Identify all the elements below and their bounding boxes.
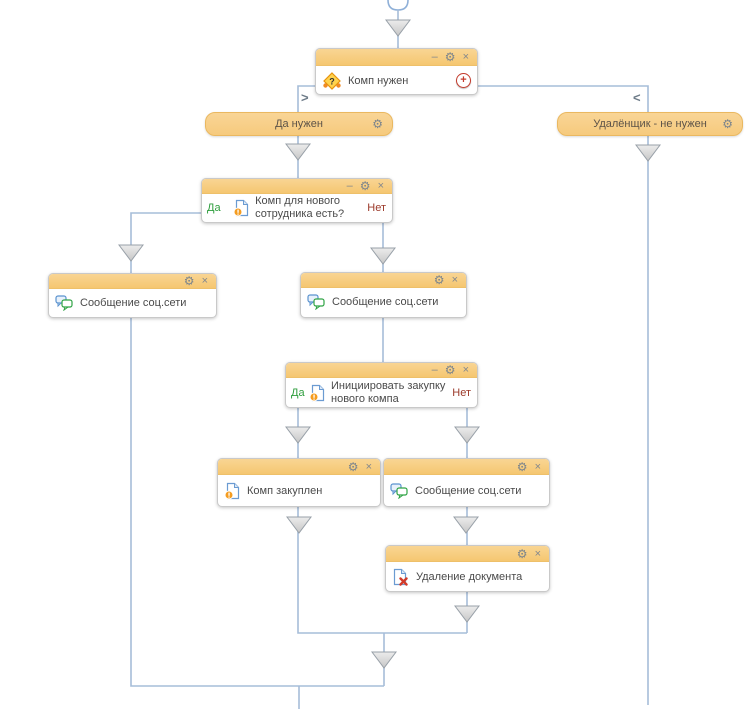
node-title: Сообщение соц.сети	[332, 296, 439, 308]
flow-arrow	[285, 143, 311, 161]
close-icon[interactable]: ×	[462, 364, 469, 376]
add-connection-button[interactable]: +	[456, 73, 471, 88]
collapse-handle-left-icon[interactable]: <	[633, 90, 641, 105]
gear-icon[interactable]: ⚙	[516, 459, 528, 474]
gear-icon[interactable]: ⚙	[444, 363, 456, 377]
node-body: Сообщение соц.сети	[49, 289, 216, 316]
node-title: Удаление документа	[416, 570, 523, 583]
wire-no-branch-right	[478, 85, 649, 705]
node-header: – ⚙ ×	[286, 363, 477, 378]
close-icon[interactable]: ×	[451, 274, 458, 286]
task-node-soobshchenie-mid[interactable]: ⚙ × Сообщение соц.сети	[300, 272, 467, 318]
task-node-komp-zakuplen[interactable]: ⚙ × Комп закуплен	[217, 458, 381, 507]
flow-arrow	[385, 19, 411, 37]
task-node-soobshchenie-left[interactable]: ⚙ × Сообщение соц.сети	[48, 273, 217, 318]
gear-icon[interactable]: ⚙	[183, 274, 195, 288]
task-node-udalenie-dokumenta[interactable]: ⚙ × Удаление документа	[385, 545, 550, 592]
minimize-icon[interactable]: –	[431, 364, 438, 376]
gear-icon[interactable]: ⚙	[359, 179, 371, 193]
close-icon[interactable]: ×	[534, 547, 541, 560]
close-icon[interactable]: ×	[377, 180, 384, 192]
flow-arrow	[286, 516, 312, 534]
gear-icon[interactable]: ⚙	[722, 117, 733, 131]
document-warning-icon	[309, 384, 326, 402]
flow-arrow	[454, 426, 480, 444]
node-body: Комп закуплен	[218, 475, 380, 506]
flow-arrow	[371, 651, 397, 669]
flow-arrow	[454, 605, 480, 623]
node-header: ⚙ ×	[301, 273, 466, 288]
node-header: ⚙ ×	[218, 459, 380, 475]
node-title: Сообщение соц.сети	[80, 296, 187, 309]
no-branch-label[interactable]: Нет	[367, 202, 386, 214]
gateway-label: Да нужен	[275, 118, 323, 130]
node-body: Сообщение соц.сети	[301, 288, 466, 316]
task-node-soobshchenie-right[interactable]: ⚙ × Сообщение соц.сети	[383, 458, 550, 507]
gear-icon[interactable]: ⚙	[516, 546, 528, 561]
node-body: Сообщение соц.сети	[384, 475, 549, 506]
collapse-handle-right-icon[interactable]: >	[301, 90, 309, 105]
close-icon[interactable]: ×	[534, 460, 541, 473]
node-body: Удаление документа	[386, 562, 549, 591]
minimize-icon[interactable]: –	[346, 180, 353, 192]
flow-arrow	[285, 426, 311, 444]
flow-arrow	[453, 516, 479, 534]
close-icon[interactable]: ×	[462, 51, 469, 63]
node-header: – ⚙ ×	[202, 179, 392, 194]
node-title: Комп нужен	[348, 74, 409, 87]
chat-bubbles-icon	[55, 294, 74, 311]
question-diamond-icon: ?	[322, 71, 342, 90]
node-header: – ⚙ ×	[316, 49, 477, 66]
yes-branch-label[interactable]: Да	[207, 202, 221, 214]
merge-connector-cup	[387, 0, 409, 11]
minimize-icon[interactable]: –	[431, 51, 438, 63]
wire-purchase-yes	[297, 408, 467, 634]
node-header: ⚙ ×	[384, 459, 549, 475]
node-title: Сообщение соц.сети	[415, 484, 522, 497]
yes-branch-label[interactable]: Да	[291, 386, 305, 399]
close-icon[interactable]: ×	[365, 460, 372, 473]
document-warning-icon	[233, 199, 250, 217]
wire-da-left	[130, 212, 384, 687]
gear-icon[interactable]: ⚙	[372, 117, 383, 131]
no-branch-label[interactable]: Нет	[452, 386, 471, 399]
chat-bubbles-icon	[390, 482, 409, 499]
node-header: ⚙ ×	[49, 274, 216, 289]
flow-arrow	[118, 244, 144, 262]
document-warning-icon	[224, 482, 241, 500]
gear-icon[interactable]: ⚙	[433, 273, 445, 287]
gateway-udalenshchik-ne-nuzhen[interactable]: Удалёнщик - не нужен ⚙	[557, 112, 743, 136]
flow-arrow	[370, 247, 396, 265]
gear-icon[interactable]: ⚙	[347, 459, 359, 474]
node-header: ⚙ ×	[386, 546, 549, 562]
node-title: Комп закуплен	[247, 484, 323, 497]
task-node-komp-nuzhen[interactable]: – ⚙ × ? Комп нужен +	[315, 48, 478, 95]
gateway-label: Удалёнщик - не нужен	[593, 118, 707, 130]
document-delete-icon	[392, 568, 410, 586]
flow-arrow	[635, 144, 661, 162]
svg-text:?: ?	[329, 76, 335, 86]
close-icon[interactable]: ×	[201, 275, 208, 287]
chat-bubbles-icon	[307, 294, 326, 310]
gear-icon[interactable]: ⚙	[444, 50, 456, 64]
gateway-da-nuzhen[interactable]: Да нужен ⚙	[205, 112, 393, 136]
node-body: ? Комп нужен +	[316, 66, 477, 95]
